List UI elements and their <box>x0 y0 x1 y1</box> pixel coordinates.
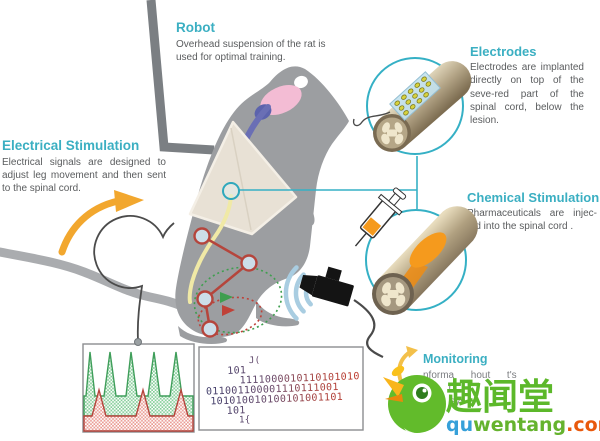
bird-crest <box>391 365 405 377</box>
binary-row: 101 <box>227 405 246 417</box>
wifi-arcs-icon <box>283 265 313 321</box>
robot-title: Robot <box>176 20 215 35</box>
grey-matter-butterfly <box>381 122 404 145</box>
bird-beak-upper <box>383 377 404 397</box>
orange-arrow <box>58 190 144 256</box>
spinal-cord <box>229 104 271 189</box>
drug-streak <box>398 262 428 292</box>
rat-rear-foot <box>178 326 228 344</box>
rat-front-leg <box>279 168 298 231</box>
rat-front-leg <box>296 160 315 226</box>
monitoring-arrow <box>397 346 418 390</box>
rat-hind-foot <box>256 300 300 327</box>
drug-patch <box>409 232 447 268</box>
monitoring-body-line: nforma hout t's <box>423 369 517 381</box>
chemical-detail-circle <box>354 187 478 315</box>
camera-icon <box>299 266 354 307</box>
electrodes-label: Electrodes Electrodes are implanted dire… <box>470 44 584 127</box>
electrodes-title: Electrodes <box>470 44 537 59</box>
electrical-stimulation-label: Electrical Stimulation Electrical signal… <box>2 138 166 195</box>
leg-kinematics <box>193 227 283 338</box>
electrode-array-strip <box>389 71 441 121</box>
vest-fold <box>230 127 252 231</box>
binary-data-panel: J( 101 1111000010110101010 0110011000011… <box>198 346 364 431</box>
watermark-url-wentang: wentang <box>473 414 566 436</box>
red-arrowhead <box>222 305 235 316</box>
binary-row: 101 <box>227 365 246 377</box>
rat-ear <box>294 75 308 89</box>
camera-wire <box>353 299 384 359</box>
bird-beak-lower <box>385 394 403 402</box>
rat-silhouette <box>175 66 349 344</box>
monitoring-label: Monitoring nforma hout t's r t i k sys <box>423 352 573 408</box>
monitoring-body-line: r t i <box>423 382 457 394</box>
chemical-stimulation-label: Chemical Stimulation Pharmaceuticals are… <box>467 190 600 234</box>
electrode-detail-circle <box>352 57 472 155</box>
binary-row: 101010010100101001101 <box>210 392 343 408</box>
implant-site-marker <box>222 182 240 200</box>
electrodes-body: Electrodes are implanted directly on top… <box>470 62 584 127</box>
binary-row: 1111000010110101010 <box>239 371 359 386</box>
grey-matter-butterfly <box>381 282 406 307</box>
joint-marker <box>193 227 211 245</box>
binary-row: 1{ <box>239 415 251 425</box>
wire-connector <box>134 338 142 346</box>
rat-tail <box>0 247 189 312</box>
monitoring-title: Monitoring <box>423 352 488 366</box>
bird-belly <box>404 426 442 437</box>
chemical-title: Chemical Stimulation <box>467 190 600 205</box>
svg-text:quwentang.com: quwentang.com <box>446 414 600 436</box>
brainstem <box>254 104 272 120</box>
callout-lines <box>239 156 418 209</box>
joint-marker <box>201 320 219 338</box>
chemical-body: Pharmaceuticals are injec-ted into the s… <box>467 208 597 233</box>
robot-body: Overhead suspension of the rat is used f… <box>176 38 326 64</box>
watermark-url-com: .com <box>566 414 600 436</box>
joint-marker <box>196 290 214 308</box>
electrical-body: Electrical signals are designed to adjus… <box>2 156 166 195</box>
recording-wire <box>93 215 175 341</box>
joint-marker <box>240 254 258 272</box>
nerve-cable <box>187 194 233 304</box>
electrode-lead-wire <box>352 111 391 127</box>
rat-brain <box>260 84 302 116</box>
emg-waveform-panel <box>82 343 195 433</box>
green-arrowhead <box>220 292 233 303</box>
rat-vest <box>188 120 298 236</box>
binary-row: 011001100001110111001 <box>206 382 339 398</box>
watermark-url-qu: qu <box>446 414 473 436</box>
electrode-contacts <box>394 76 432 116</box>
red-signal <box>83 387 194 432</box>
electrical-title: Electrical Stimulation <box>2 138 140 153</box>
green-signal <box>83 351 194 417</box>
robot-label: Robot Overhead suspension of the rat is … <box>176 20 339 64</box>
monitoring-body-line: k sys <box>423 396 466 408</box>
syringe-icon <box>354 187 407 247</box>
binary-row: J( <box>249 356 261 366</box>
